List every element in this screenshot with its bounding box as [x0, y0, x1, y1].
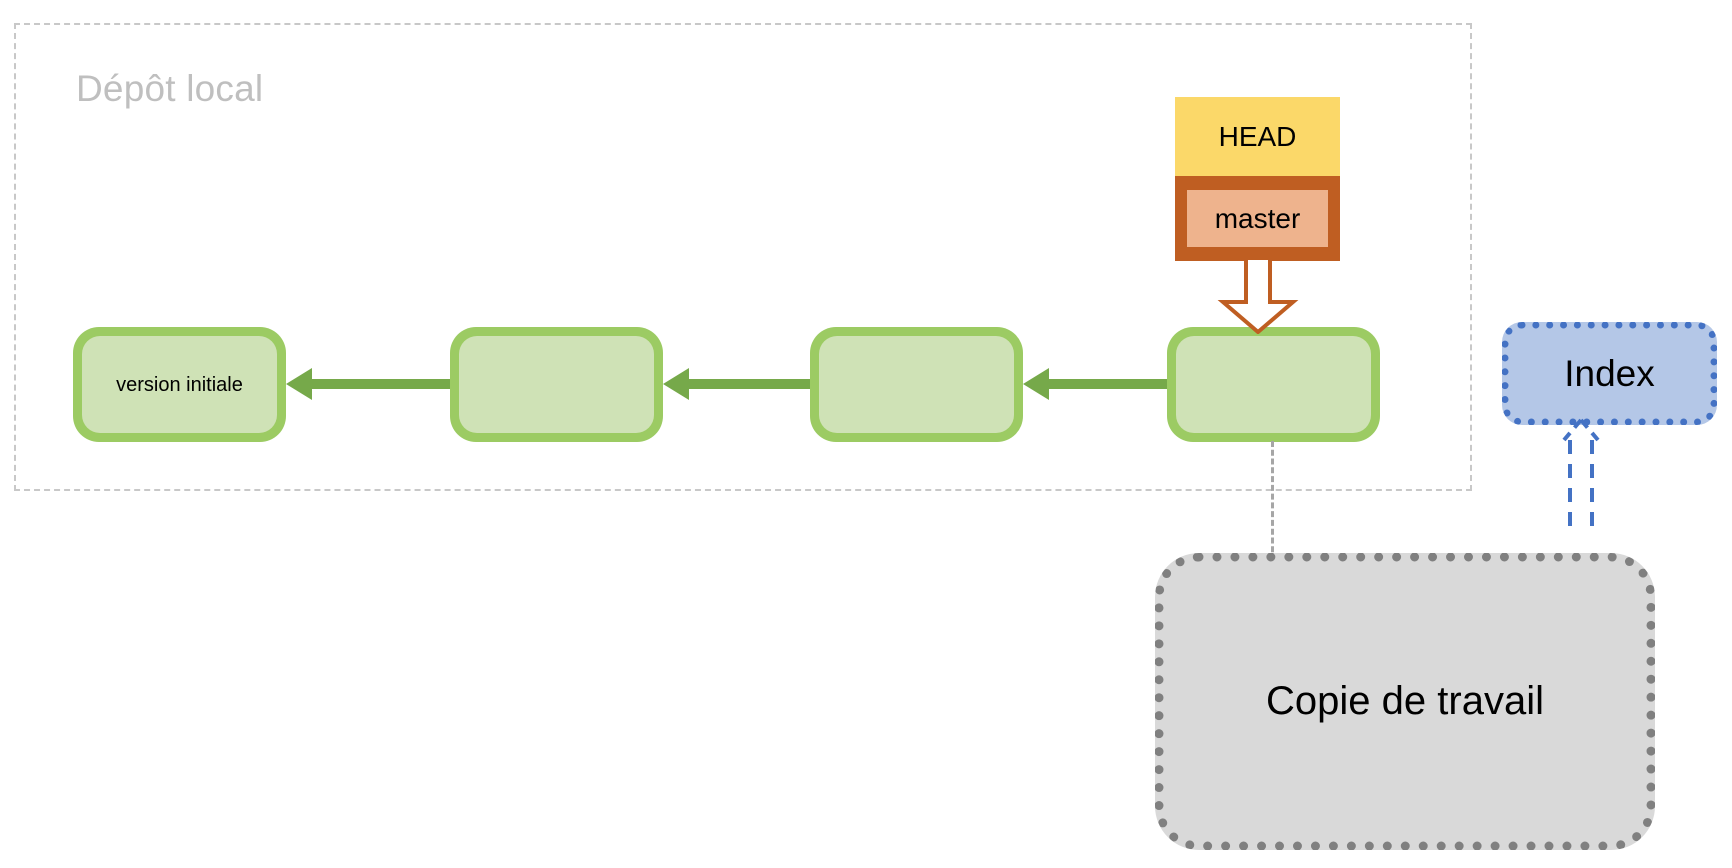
- parent-arrow-shaft: [310, 379, 454, 389]
- head-pointer-box[interactable]: HEAD: [1175, 97, 1340, 176]
- commit-node-body: version initiale: [82, 336, 277, 433]
- local-repository-title: Dépôt local: [76, 68, 264, 109]
- commit-node-initial[interactable]: version initiale: [73, 327, 286, 442]
- parent-arrow-3-to-2: [1023, 368, 1171, 400]
- branch-ref-body: master: [1187, 190, 1328, 247]
- parent-arrow-shaft: [687, 379, 815, 389]
- commit-node-body: [459, 336, 654, 433]
- local-repository-container: [14, 23, 1472, 491]
- commit-node-body: [819, 336, 1014, 433]
- working-copy-box[interactable]: Copie de travail: [1155, 553, 1655, 850]
- parent-arrow-2-to-1: [663, 368, 815, 400]
- commit-node-label: version initiale: [116, 373, 243, 396]
- parent-arrow-head-icon: [1023, 368, 1049, 400]
- commit-node-body: [1176, 336, 1371, 433]
- branch-ref-label: master: [1214, 202, 1301, 234]
- index-label: Index: [1564, 352, 1655, 394]
- commit-to-worktree-connector: [1271, 441, 1274, 561]
- head-pointer-label: HEAD: [1218, 120, 1297, 152]
- commit-node-3[interactable]: [810, 327, 1023, 442]
- commit-node-head[interactable]: [1167, 327, 1380, 442]
- parent-arrow-head-icon: [663, 368, 689, 400]
- index-box[interactable]: Index: [1502, 322, 1717, 425]
- parent-arrow-1-to-0: [286, 368, 454, 400]
- parent-arrow-shaft: [1047, 379, 1171, 389]
- commit-node-2[interactable]: [450, 327, 663, 442]
- branch-to-commit-block-arrow-icon: [1211, 256, 1305, 335]
- worktree-to-index-arrows-icon: [1556, 418, 1666, 528]
- working-copy-label: Copie de travail: [1266, 679, 1544, 723]
- branch-ref-box[interactable]: master: [1175, 176, 1340, 261]
- parent-arrow-head-icon: [286, 368, 312, 400]
